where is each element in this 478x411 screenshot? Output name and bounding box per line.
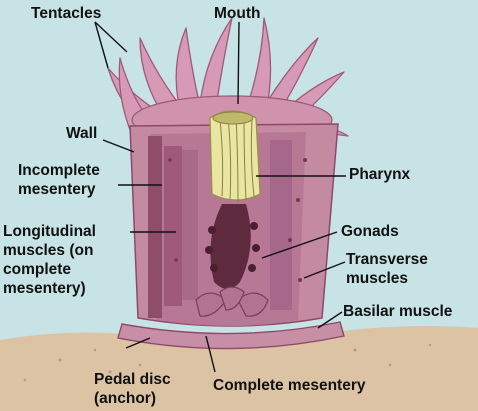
longitudinal-muscle-band (182, 150, 198, 300)
gonads (210, 204, 251, 289)
pedal-disc (117, 321, 345, 350)
label-basilar-muscle: Basilar muscle (343, 303, 453, 320)
wall-section (148, 136, 162, 318)
mouth (212, 111, 254, 125)
gonad-bumps (205, 222, 260, 272)
label-incomplete-mesentery: Incomplete mesentery (18, 162, 100, 198)
label-mouth: Mouth (214, 5, 261, 22)
wall-pores (168, 158, 307, 282)
label-tentacles: Tentacles (31, 5, 102, 22)
label-transverse-muscles: Transverse muscles (346, 251, 428, 287)
leader-lines (94, 21, 346, 373)
incomplete-mesentery-band (164, 146, 182, 306)
label-pedal-disc: Pedal disc (anchor) (94, 371, 171, 407)
right-mesentery-band (270, 140, 292, 310)
label-gonads: Gonads (341, 223, 399, 240)
label-pharynx: Pharynx (349, 166, 411, 183)
complete-mesentery-folds (195, 286, 269, 317)
label-longitudinal-muscles: Longitudinal muscles (on complete mesent… (3, 223, 96, 297)
label-wall: Wall (66, 125, 98, 142)
label-complete-mesentery: Complete mesentery (213, 377, 366, 394)
ground (0, 326, 478, 411)
sand-dots (23, 343, 432, 382)
